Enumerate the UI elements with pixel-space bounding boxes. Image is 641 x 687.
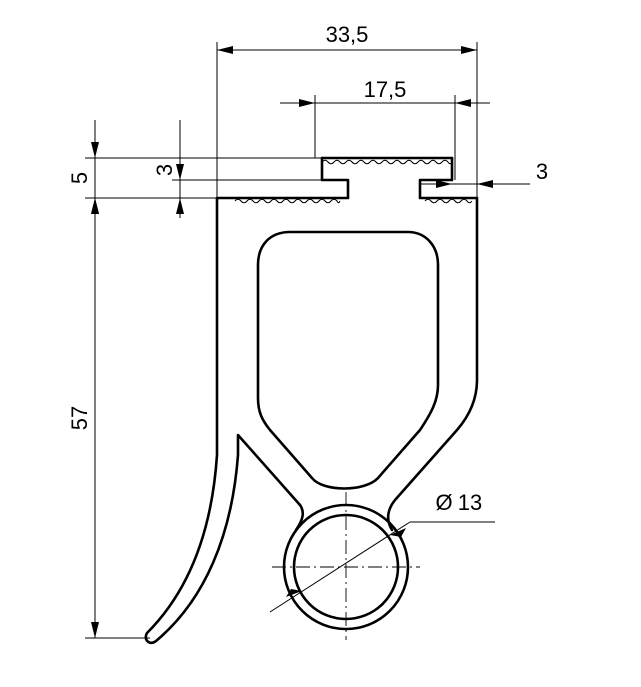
dim-label-top-height: 5 <box>67 172 92 184</box>
extension-lines <box>85 42 478 639</box>
dim-overall-width: 33,5 <box>217 22 477 54</box>
profile-outline <box>144 156 479 645</box>
inner-chamber <box>256 230 440 490</box>
dim-label-bulb-diameter: 13 <box>458 490 482 515</box>
dim-label-slot-height: 3 <box>152 164 177 176</box>
dim-label-overall-width: 33,5 <box>326 22 369 47</box>
dim-lip-thickness: 3 <box>420 159 548 188</box>
bulb-centerlines <box>272 492 420 640</box>
serrations <box>234 159 473 204</box>
dim-label-slot-width: 17,5 <box>364 77 407 102</box>
dim-slot-width: 17,5 <box>280 77 490 107</box>
dim-label-diameter-symbol: Ø <box>435 490 452 515</box>
dim-bulb-diameter: Ø 13 <box>269 490 495 613</box>
dim-label-body-height: 57 <box>67 406 92 430</box>
dim-slot-height: 3 <box>152 120 184 218</box>
dim-top-height: 5 <box>67 120 99 215</box>
dim-body-height: 57 <box>67 198 99 638</box>
dim-label-lip-thickness: 3 <box>536 159 548 184</box>
